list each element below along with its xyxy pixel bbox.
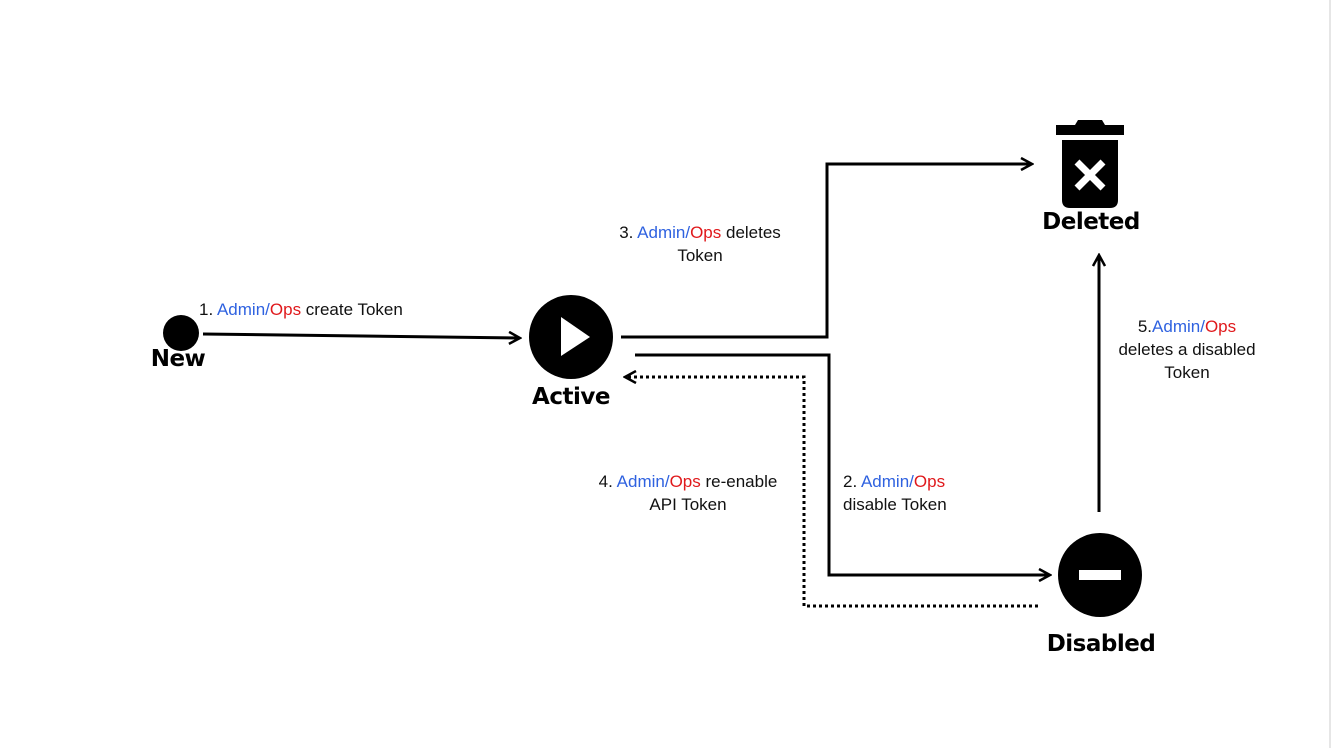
actor-separator: /: [265, 300, 270, 319]
actor-separator: /: [1200, 317, 1205, 336]
transition-label-1: 1. Admin/Ops create Token: [199, 298, 403, 321]
actor-ops: Ops: [1204, 317, 1237, 336]
actor-admin: Admin: [616, 472, 665, 491]
step-number: 4.: [598, 472, 617, 491]
transition-label-2: 2. Admin/Ops disable Token: [843, 470, 947, 516]
actor-admin: Admin: [1152, 317, 1201, 336]
actor-admin: Admin: [216, 300, 266, 319]
step-number: 1.: [199, 300, 217, 319]
actor-separator: /: [909, 472, 914, 491]
edge-disable: [635, 353, 1049, 575]
trash-x-icon[interactable]: [1056, 120, 1124, 208]
edge-reenable: [626, 377, 1038, 608]
action-text: deletes a disabled: [1118, 340, 1256, 359]
minus-circle-icon[interactable]: [1058, 533, 1142, 617]
actor-admin: Admin: [860, 472, 910, 491]
new-state-icon[interactable]: [163, 315, 199, 351]
actor-separator: /: [664, 472, 670, 491]
action-text-line3: Token: [1164, 363, 1210, 382]
action-text: deletes: [721, 223, 781, 242]
transition-label-3: 3. Admin/Ops deletes Token: [619, 221, 781, 267]
action-text-line2: API Token: [649, 495, 727, 514]
state-label-disabled: Disabled: [1046, 631, 1156, 657]
actor-ops: Ops: [269, 300, 302, 319]
actor-admin: Admin: [637, 223, 686, 242]
transition-label-5: 5.Admin/Ops deletes a disabled Token: [1118, 315, 1255, 384]
action-text: create Token: [301, 300, 403, 319]
state-label-new: New: [150, 346, 206, 372]
action-text: disable Token: [843, 495, 947, 514]
transition-label-4: 4. Admin/Ops re-enable API Token: [599, 470, 778, 516]
action-text-line2: Token: [677, 246, 723, 265]
actor-ops: Ops: [690, 223, 722, 242]
actor-ops: Ops: [669, 472, 701, 491]
step-number: 2.: [843, 472, 861, 491]
step-number: 5.: [1137, 317, 1153, 336]
state-label-active: Active: [532, 384, 610, 410]
step-number: 3.: [619, 223, 638, 242]
edge-create: [202, 334, 519, 338]
edge-delete: [621, 164, 1031, 339]
right-border: [1329, 0, 1331, 748]
actor-separator: /: [685, 223, 691, 242]
actor-ops: Ops: [913, 472, 946, 491]
play-circle-icon[interactable]: [529, 295, 613, 379]
state-label-deleted: Deleted: [1042, 209, 1140, 235]
action-text: re-enable: [700, 472, 778, 491]
